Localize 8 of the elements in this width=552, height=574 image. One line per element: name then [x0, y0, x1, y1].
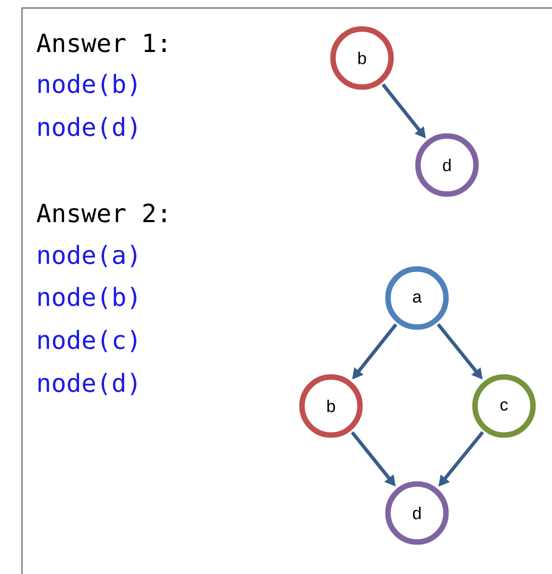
code-line: Answer 1:: [36, 34, 166, 52]
code-line: node(d): [38, 116, 136, 140]
code-line: Answer 2:: [36, 204, 166, 222]
code-line: node(c): [38, 330, 136, 352]
code-line: node(b): [38, 74, 136, 96]
code-line: node(b): [38, 286, 136, 310]
code-line: node(d): [38, 372, 136, 396]
code-line: node(a): [38, 244, 136, 268]
